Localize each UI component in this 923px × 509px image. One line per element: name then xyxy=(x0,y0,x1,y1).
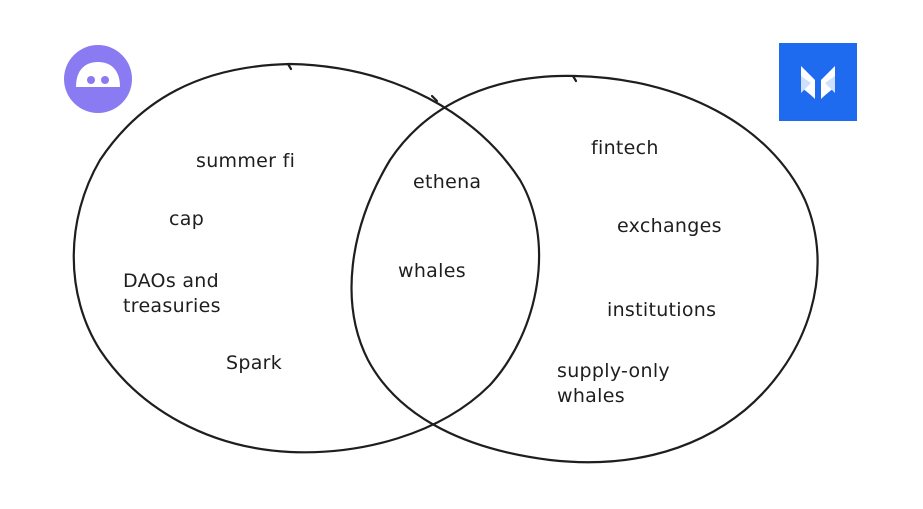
right-item-exchanges: exchanges xyxy=(617,215,722,237)
right-item-fintech: fintech xyxy=(591,137,659,159)
butterfly-logo-icon xyxy=(779,43,857,121)
left-item-daos-and-treasuries: DAOs and treasuries xyxy=(123,270,221,317)
right-item-supply-only-whales: supply-only whales xyxy=(557,360,670,407)
right-item-institutions: institutions xyxy=(607,299,717,321)
left-set-circle xyxy=(72,62,541,454)
intersection-item-whales: whales xyxy=(398,260,466,282)
left-item-cap: cap xyxy=(169,208,205,230)
intersection-item-ethena: ethena xyxy=(413,171,482,193)
left-item-spark: Spark xyxy=(226,352,283,374)
left-item-summer-fi: summer fi xyxy=(196,150,296,172)
morpho-face-logo-icon xyxy=(62,43,134,115)
right-set-circle xyxy=(350,74,819,464)
